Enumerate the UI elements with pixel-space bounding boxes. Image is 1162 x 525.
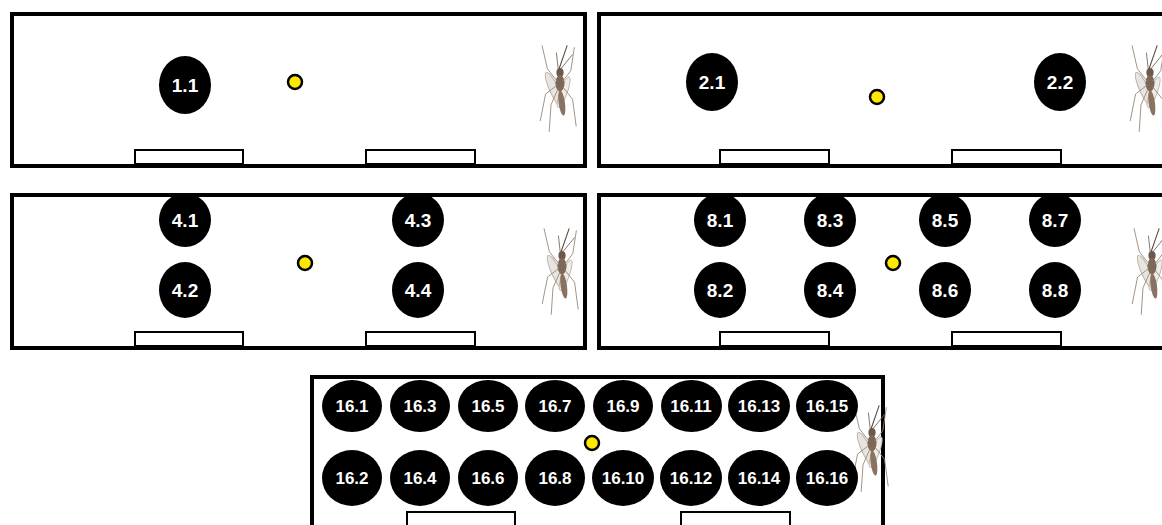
circle-label: 16.10: [602, 470, 645, 487]
circle-label: 16.12: [670, 470, 713, 487]
sleeve-opening: [952, 150, 1061, 164]
insect-circle: 16.8: [525, 450, 585, 506]
sleeve-opening: [135, 332, 243, 346]
circle-label: 16.9: [606, 398, 639, 415]
insect-circle: 1.1: [159, 56, 211, 114]
insect-circle: 8.8: [1029, 262, 1081, 318]
sleeve-opening: [952, 332, 1061, 346]
circle-label: 16.5: [471, 398, 504, 415]
insect-circle: 8.3: [804, 193, 856, 247]
circle-label: 16.1: [335, 398, 368, 415]
insect-circle: 4.4: [392, 262, 444, 318]
center-dot: [298, 256, 312, 270]
circle-label: 16.8: [538, 470, 571, 487]
insect-circle: 8.2: [694, 262, 746, 318]
circle-label: 16.7: [538, 398, 571, 415]
insect-circle: 4.3: [392, 193, 444, 247]
insect-circle: 16.2: [322, 450, 382, 506]
circle-label: 2.2: [1047, 73, 1073, 92]
circle-label: 16.15: [806, 398, 849, 415]
insect-circle: 16.9: [593, 380, 653, 432]
center-dot: [870, 90, 884, 104]
circle-label: 4.1: [172, 211, 198, 230]
insect-circle: 2.1: [686, 53, 738, 111]
circle-label: 8.5: [932, 211, 958, 230]
insect-circle: 16.12: [660, 450, 722, 506]
insect-circle: 16.3: [390, 380, 450, 432]
circle-label: 16.13: [738, 398, 781, 415]
insect-circle: 16.14: [728, 450, 790, 506]
insect-circle: 8.5: [919, 193, 971, 247]
circle-label: 16.11: [670, 398, 712, 415]
center-dot: [886, 256, 900, 270]
insect-circle: 8.4: [804, 262, 856, 318]
circle-label: 8.7: [1042, 211, 1068, 230]
circle-label: 16.4: [403, 470, 436, 487]
cage-panel: [12, 14, 585, 166]
circle-label: 8.4: [817, 281, 843, 300]
insect-circle: 16.7: [525, 380, 585, 432]
insect-circle: 16.10: [592, 450, 654, 506]
circle-label: 8.1: [707, 211, 733, 230]
insect-circle: 16.16: [796, 450, 858, 506]
sleeve-opening: [720, 332, 829, 346]
circle-label: 16.16: [806, 470, 849, 487]
insect-circle: 8.1: [694, 193, 746, 247]
insect-circle: 16.11: [661, 380, 722, 432]
circle-label: 8.6: [932, 281, 958, 300]
sleeve-opening: [720, 150, 829, 164]
cage-panel: [599, 14, 1162, 166]
center-dot: [288, 75, 302, 89]
insect-circle: 2.2: [1034, 53, 1086, 111]
circle-label: 4.2: [172, 281, 198, 300]
cage-panel: [312, 377, 883, 525]
circle-label: 8.8: [1042, 281, 1068, 300]
circle-label: 16.2: [335, 470, 368, 487]
circle-label: 4.4: [405, 281, 431, 300]
insect-circle: 4.2: [159, 262, 211, 318]
insect-circle: 16.13: [728, 380, 790, 432]
insect-circle: 16.4: [390, 450, 450, 506]
insect-circle: 4.1: [159, 193, 211, 247]
circle-label: 1.1: [172, 76, 198, 95]
circle-label: 8.2: [707, 281, 733, 300]
circle-label: 16.14: [738, 470, 781, 487]
insect-circle: 8.6: [919, 262, 971, 318]
insect-circle: 16.1: [322, 380, 382, 432]
center-dot: [585, 436, 599, 450]
circle-label: 2.1: [699, 73, 725, 92]
sleeve-opening: [366, 332, 475, 346]
sleeve-opening: [366, 150, 475, 164]
insect-circle: 16.5: [458, 380, 518, 432]
circle-label: 8.3: [817, 211, 843, 230]
circle-label: 16.6: [471, 470, 504, 487]
circle-label: 4.3: [405, 211, 431, 230]
cage-panel: [12, 195, 585, 348]
sleeve-opening: [407, 512, 515, 525]
insect-circle: 16.15: [796, 380, 858, 432]
sleeve-opening: [681, 512, 790, 525]
sleeve-opening: [135, 150, 243, 164]
insect-circle: 8.7: [1029, 193, 1081, 247]
circle-label: 16.3: [403, 398, 436, 415]
insect-circle: 16.6: [458, 450, 518, 506]
